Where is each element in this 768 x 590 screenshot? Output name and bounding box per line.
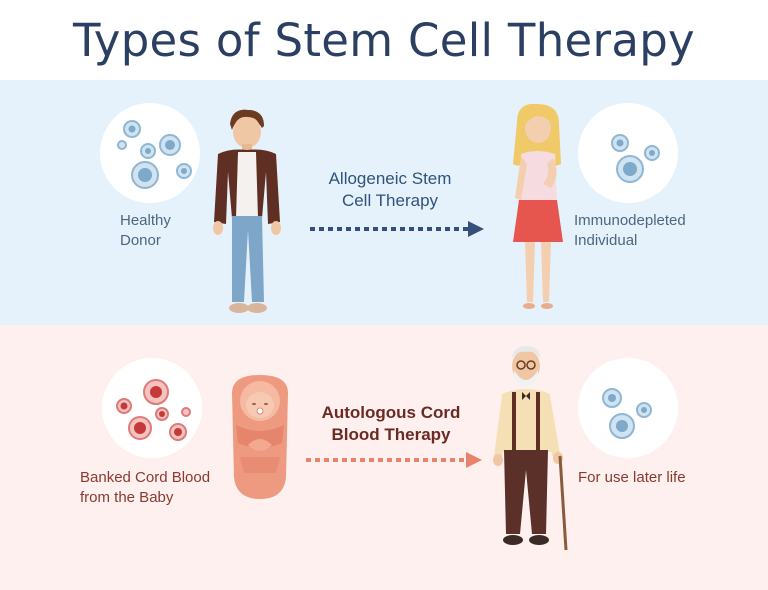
later-use-label: For use later life (578, 469, 686, 486)
cord-blood-cells-circle (102, 358, 202, 458)
immunodepleted-individual-illustration (513, 103, 563, 309)
donor-label: Healthy Donor (120, 212, 171, 249)
allogeneic-arrow (310, 221, 484, 237)
elderly-man-illustration (493, 346, 568, 551)
donor-cells-circle (100, 103, 200, 203)
healthy-donor-illustration (213, 109, 281, 313)
page-title: Types of Stem Cell Therapy (72, 13, 695, 67)
recipient-cells-circle (578, 103, 678, 203)
blue-stem-cells-icon (611, 134, 660, 183)
swaddled-baby-illustration (232, 375, 288, 499)
autologous-heading: Autologous Cord Blood Therapy (321, 403, 461, 444)
autologous-arrow (306, 452, 482, 468)
red-blood-cells-icon (116, 379, 191, 441)
recipient-label: Immunodepleted Individual (574, 212, 686, 249)
allogeneic-heading: Allogeneic Stem Cell Therapy (328, 169, 452, 210)
later-use-cells-circle (578, 358, 678, 458)
cord-blood-source-label: Banked Cord Blood from the Baby (80, 469, 211, 506)
blue-stem-cells-icon (602, 388, 652, 439)
blue-stem-cells-icon (117, 120, 192, 189)
